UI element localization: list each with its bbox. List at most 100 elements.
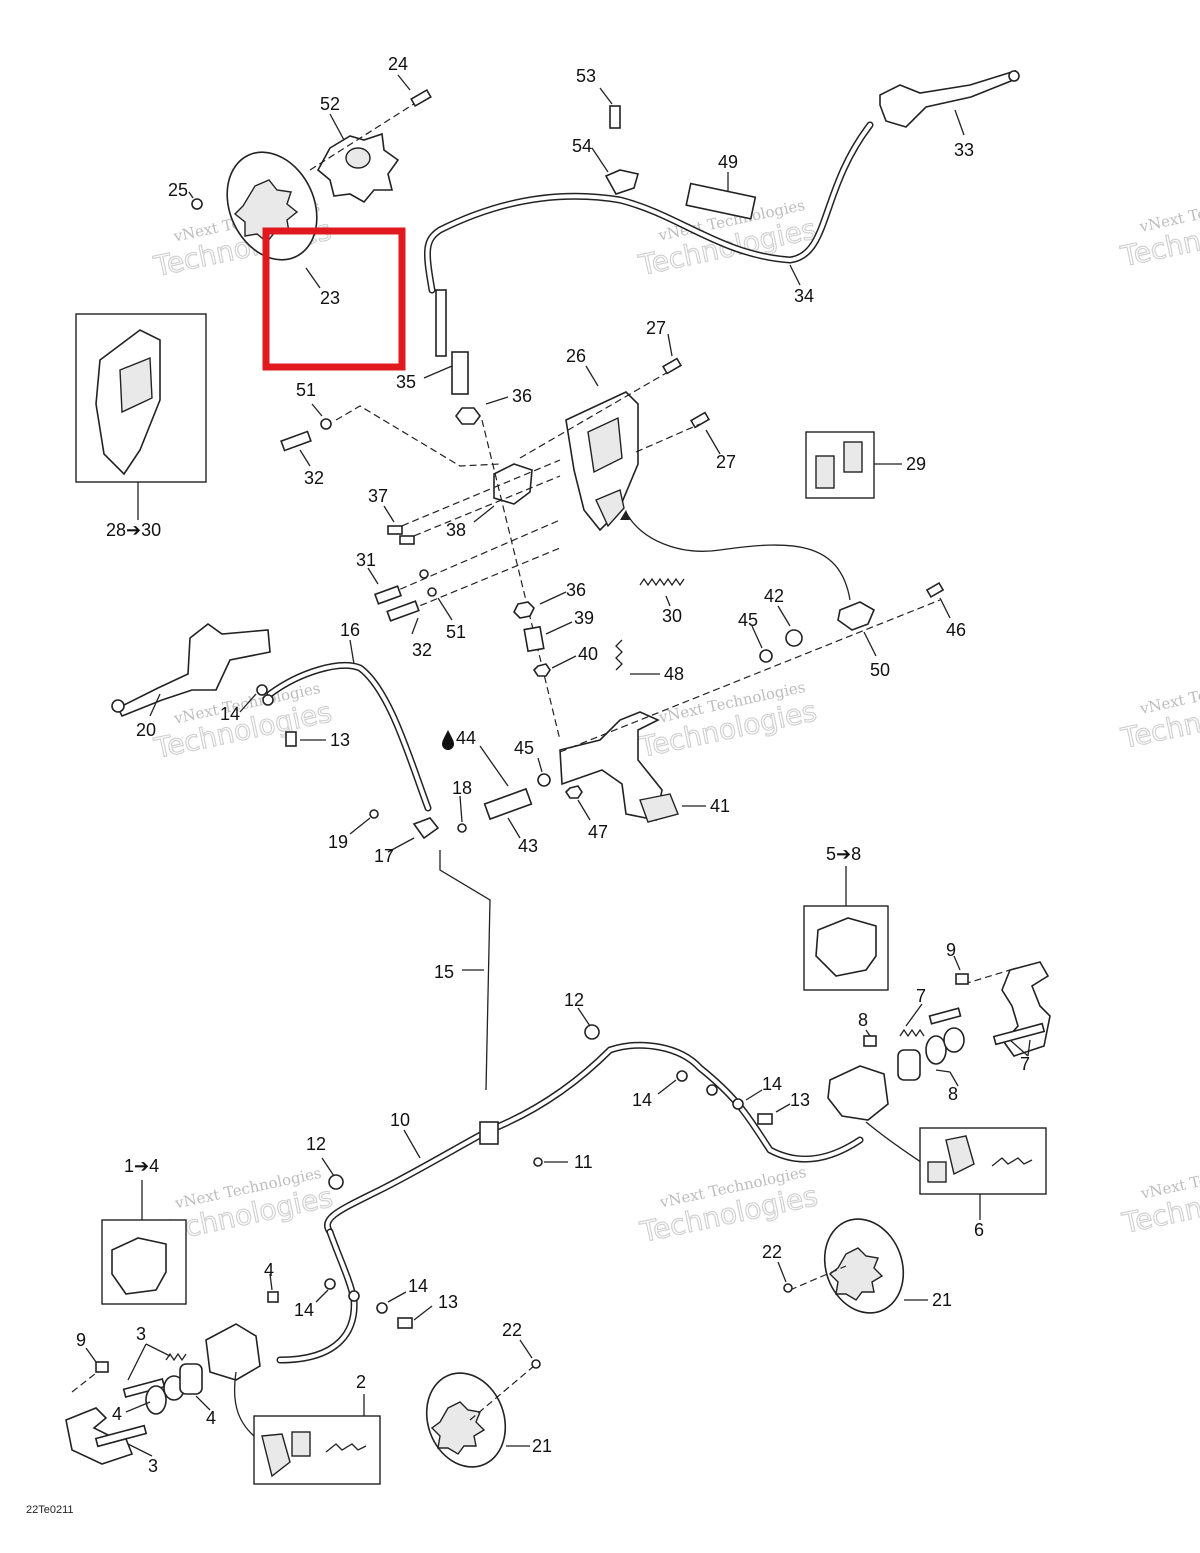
washer-42[interactable] — [785, 629, 803, 647]
bushing-39[interactable] — [523, 625, 545, 653]
bolt-37[interactable] — [387, 525, 403, 535]
label-21: 21 — [532, 1436, 552, 1456]
washer-45[interactable] — [537, 773, 551, 787]
label-9: 9 — [76, 1330, 86, 1350]
clip-17[interactable] — [412, 817, 440, 840]
label-13: 13 — [330, 730, 350, 750]
clip-12[interactable] — [328, 1174, 344, 1190]
bolt-32[interactable] — [280, 430, 312, 452]
screw-25[interactable] — [191, 198, 203, 210]
bolt-27[interactable] — [661, 357, 683, 375]
pin-3[interactable] — [94, 1424, 148, 1448]
leader-line — [665, 595, 671, 607]
leader-line — [329, 113, 345, 141]
piston-4[interactable] — [179, 1363, 203, 1395]
banjo-bolt-13[interactable] — [757, 1113, 773, 1125]
bolt-27[interactable] — [689, 411, 711, 429]
screw-53[interactable] — [609, 105, 621, 129]
bolt-37[interactable] — [399, 535, 415, 545]
screw-18[interactable] — [457, 823, 467, 833]
leader-line — [939, 597, 951, 619]
bolt-43[interactable] — [483, 787, 533, 821]
label-16: 16 — [340, 620, 360, 640]
leader-dash — [519, 371, 669, 459]
guard-49[interactable] — [685, 182, 757, 220]
screw-22[interactable] — [783, 1283, 793, 1293]
label-34: 34 — [794, 286, 814, 306]
brake-pedal-41[interactable] — [559, 711, 663, 821]
label-48: 48 — [664, 664, 684, 684]
leader-line — [537, 757, 543, 773]
leader-line — [585, 365, 599, 387]
caliper-kit — [111, 1237, 167, 1295]
nut-36[interactable] — [455, 407, 481, 425]
brake-lever-20[interactable] — [116, 623, 271, 718]
washer-45[interactable] — [759, 649, 773, 663]
label-28-30: 28➔30 — [106, 520, 161, 540]
bolt-9[interactable] — [955, 973, 969, 985]
caliper-body[interactable] — [205, 1323, 261, 1381]
brake-hose-16-inner — [268, 663, 430, 810]
seal-8[interactable] — [943, 1027, 965, 1053]
kit-box-6[interactable] — [919, 1127, 1047, 1195]
brake-line-15-tube[interactable] — [439, 850, 491, 1091]
washer-14[interactable] — [676, 1070, 688, 1082]
spring-30[interactable] — [639, 577, 685, 587]
screw-11[interactable] — [533, 1157, 543, 1167]
leader-dash — [469, 1365, 535, 1421]
brake-lever-33[interactable] — [879, 69, 1017, 128]
leader-line — [299, 449, 311, 467]
washer-51[interactable] — [427, 587, 437, 597]
leader-line — [519, 1339, 533, 1359]
seal-4[interactable] — [145, 1385, 167, 1415]
leader-line — [305, 267, 321, 289]
screw-22[interactable] — [531, 1359, 541, 1369]
nut-47[interactable] — [564, 785, 583, 799]
caliper-body[interactable] — [827, 1065, 889, 1121]
banjo-bolt-13[interactable] — [285, 731, 297, 747]
bolt-9[interactable] — [95, 1361, 109, 1373]
bleeder-4[interactable] — [267, 1291, 279, 1303]
washer-14[interactable] — [256, 684, 268, 696]
washer-51[interactable] — [320, 418, 332, 430]
leader-line — [413, 1305, 433, 1321]
washer-14[interactable] — [324, 1278, 336, 1290]
brake-hose-10-lower-inner — [278, 1230, 357, 1362]
bleeder-8[interactable] — [863, 1035, 877, 1047]
leader-line — [473, 505, 495, 523]
clip-12[interactable] — [584, 1024, 600, 1040]
spring-7[interactable] — [899, 1028, 925, 1038]
washer-14[interactable] — [376, 1302, 388, 1314]
nut-40[interactable] — [532, 663, 551, 677]
bolt-32[interactable] — [386, 600, 420, 622]
nut-19[interactable] — [369, 809, 379, 819]
washer-14[interactable] — [262, 694, 274, 706]
washer-14[interactable] — [348, 1290, 360, 1302]
piston-8[interactable] — [897, 1049, 921, 1081]
leader-line — [127, 1443, 153, 1457]
pin-7[interactable] — [928, 1007, 962, 1025]
bracket-50[interactable] — [837, 601, 876, 631]
clamp-54[interactable] — [604, 169, 640, 195]
banjo-bolt-13[interactable] — [397, 1317, 413, 1329]
caliper-bracket — [1001, 961, 1051, 1057]
bolt-24[interactable] — [410, 88, 432, 108]
label-22: 22 — [502, 1320, 522, 1340]
bolt-46[interactable] — [925, 581, 945, 599]
bolt-31[interactable] — [373, 585, 403, 605]
seal-8[interactable] — [925, 1035, 947, 1065]
bracket-38[interactable] — [493, 463, 533, 505]
disc-cutout — [828, 1247, 884, 1301]
washer-14[interactable] — [732, 1098, 744, 1110]
washer-14[interactable] — [706, 1084, 718, 1096]
nut-36[interactable] — [513, 601, 535, 619]
pin-7[interactable] — [992, 1022, 1046, 1046]
spring-48[interactable] — [615, 639, 623, 671]
label-30: 30 — [662, 606, 682, 626]
adjuster-35[interactable] — [451, 351, 469, 395]
pedal-linkage — [479, 419, 951, 839]
leader-line — [777, 1261, 787, 1283]
label-9: 9 — [946, 940, 956, 960]
rear-hose-assembly — [276, 1007, 864, 1364]
pin-3[interactable] — [122, 1377, 166, 1399]
